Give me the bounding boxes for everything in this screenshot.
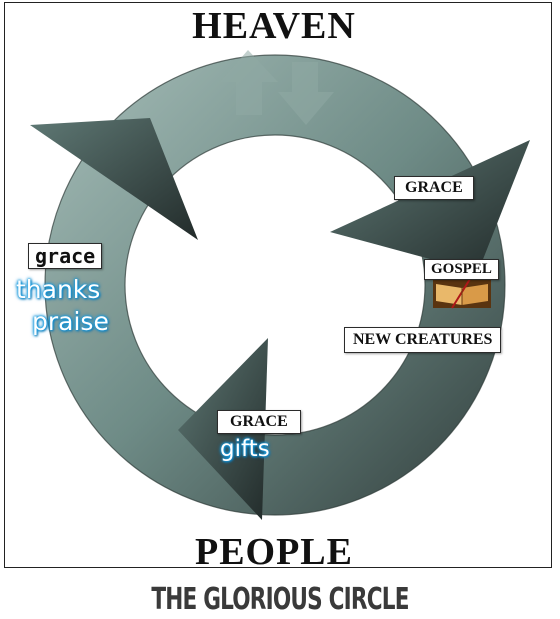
praise-label: praise (32, 307, 109, 336)
grace-label-bottom: GRACE (217, 410, 301, 434)
new-creatures-label: NEW CREATURES (344, 327, 502, 353)
caption: THE GLORIOUS CIRCLE (151, 582, 409, 617)
thanks-label: thanks (16, 275, 101, 304)
gospel-label: GOSPEL (424, 259, 499, 280)
gifts-label: gifts (220, 436, 270, 462)
ring-outer-edge (44, 54, 506, 516)
bible-book-icon (433, 278, 491, 309)
right-arrowhead (330, 140, 530, 272)
people-title: PEOPLE (194, 531, 354, 573)
heaven-title: HEAVEN (192, 5, 356, 47)
up-arrow-icon (220, 50, 278, 115)
down-arrow-icon (278, 62, 334, 125)
ring-inner-edge (124, 134, 426, 436)
left-arrowhead (30, 118, 198, 240)
grace-label-left: grace (28, 243, 103, 269)
grace-label-right: GRACE (394, 176, 474, 200)
